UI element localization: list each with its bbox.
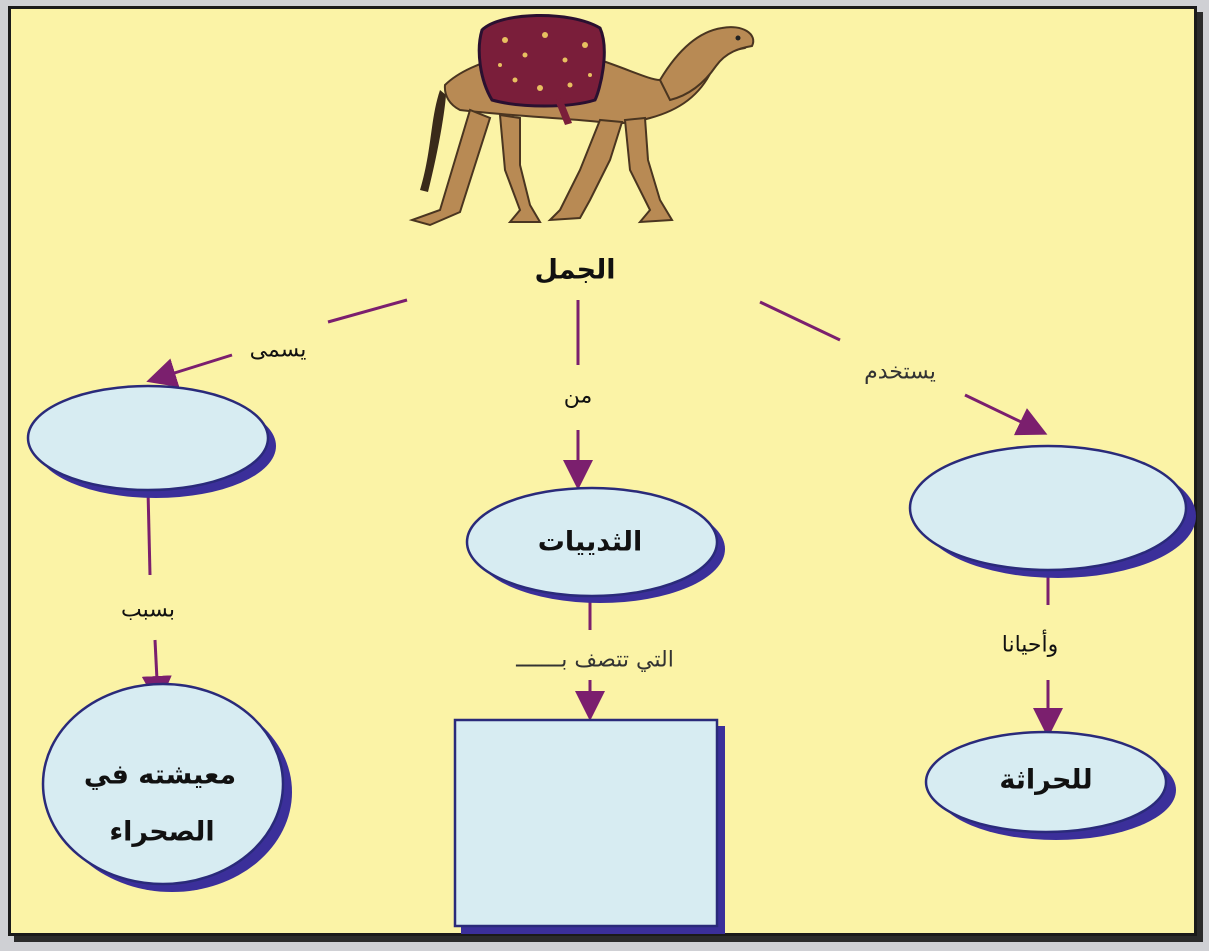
node-center-top-text: الثدييات	[537, 526, 643, 558]
node-left-top	[26, 384, 270, 492]
node-right-top	[908, 444, 1188, 572]
connector-right-arrow	[964, 393, 1048, 436]
root-label: الجمل	[534, 254, 616, 286]
link-right-label: يستخدم	[864, 359, 936, 385]
link-center-label: من	[563, 383, 593, 409]
node-center-bottom	[453, 718, 719, 928]
node-left-bottom	[41, 682, 285, 886]
link-left-down-label: بسبب	[121, 597, 175, 623]
connector-left-down-upper	[146, 489, 152, 576]
node-left-bottom-text-line1: معيشته في	[83, 759, 237, 791]
link-left-label: يسمى	[249, 337, 307, 363]
link-right-down-label: وأحيانا	[1001, 632, 1059, 658]
connector-left-arrow	[146, 353, 233, 388]
link-center-down-label: التي تتصف بـــــــ	[516, 647, 674, 673]
camel-illustration	[408, 14, 755, 227]
connector-right-upper	[759, 300, 841, 342]
node-right-bottom-text: للحراثة	[999, 764, 1093, 796]
connector-left-upper	[327, 298, 408, 324]
node-left-bottom-text-line2: الصحراء	[109, 816, 215, 848]
node-right-bottom	[924, 730, 1168, 834]
node-center-top	[465, 486, 719, 598]
